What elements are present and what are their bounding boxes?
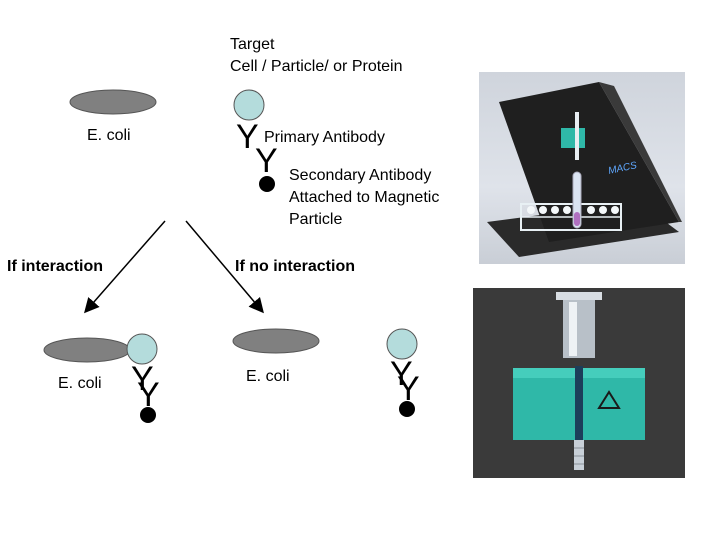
primary-antibody-y-top: Y: [236, 118, 259, 156]
magnetic-particle-top: [259, 176, 275, 192]
primary-antibody-y-left: Y: [131, 360, 154, 398]
macs-column-photo: [473, 288, 685, 478]
target-label-line2: Cell / Particle/ or Protein: [230, 58, 403, 75]
macs-column-illustration: [513, 292, 645, 470]
ecoli-top-shape: [69, 89, 157, 115]
if-no-interaction-label: If no interaction: [235, 258, 355, 275]
ecoli-left-label: E. coli: [58, 375, 102, 392]
primary-antibody-y-right: Y: [390, 355, 413, 393]
target-label-line1: Target: [230, 36, 275, 53]
macs-stand-photo: MACS: [479, 72, 685, 264]
primary-antibody-label: Primary Antibody: [264, 129, 385, 146]
secondary-antibody-y-left: Y: [137, 376, 160, 414]
arrow-no-interaction: [185, 220, 264, 314]
arrow-interaction: [84, 220, 166, 314]
target-circle-left: [126, 333, 158, 365]
secondary-antibody-y-right: Y: [397, 370, 420, 408]
secondary-antibody-label-line2: Attached to Magnetic: [289, 189, 440, 206]
target-circle-right: [386, 328, 418, 360]
ecoli-left-shape: [43, 337, 131, 363]
secondary-antibody-y-top: Y: [255, 142, 278, 180]
macs-stand-illustration: MACS: [487, 82, 682, 257]
ecoli-right-label: E. coli: [246, 368, 290, 385]
magnetic-particle-right: [399, 401, 415, 417]
ecoli-top-label: E. coli: [87, 127, 131, 144]
ecoli-right-shape: [232, 328, 320, 354]
magnetic-particle-left: [140, 407, 156, 423]
secondary-antibody-label-line1: Secondary Antibody: [289, 167, 432, 184]
if-interaction-label: If interaction: [7, 258, 104, 275]
target-circle-top: [233, 89, 265, 121]
secondary-antibody-label-line3: Particle: [289, 211, 343, 228]
